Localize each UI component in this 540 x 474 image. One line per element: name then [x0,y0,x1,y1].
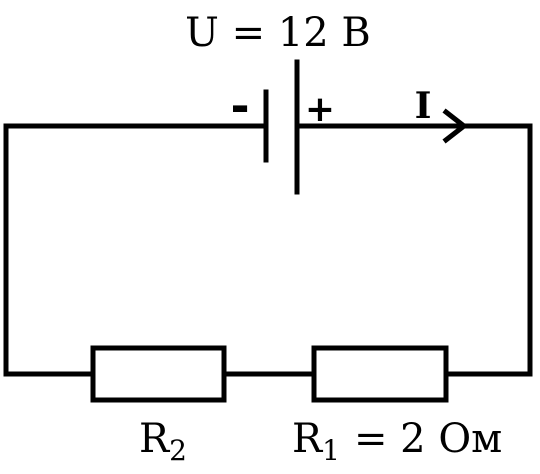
resistor-r2-symbol: R [139,416,171,462]
resistor-r1 [311,345,449,403]
resistor-r1-subscript: 1 [322,434,340,467]
top-right-wire [294,123,533,377]
resistor-r1-symbol: R [292,416,324,462]
battery-minus-sign: - [230,79,249,133]
current-label: I [415,85,432,127]
voltage-label: U = 12 В [185,10,371,56]
resistor-r2 [90,345,227,403]
resistor-r1-value: = 2 Ом [354,416,502,462]
resistor-r1-label: R1 = 2 Ом [292,416,502,467]
top-left-wire [3,123,269,377]
battery-plus-sign: + [305,89,335,130]
resistor-r2-subscript: 2 [169,434,187,467]
current-arrow-icon [442,108,469,144]
resistor-r2-label: R2 [139,416,187,467]
